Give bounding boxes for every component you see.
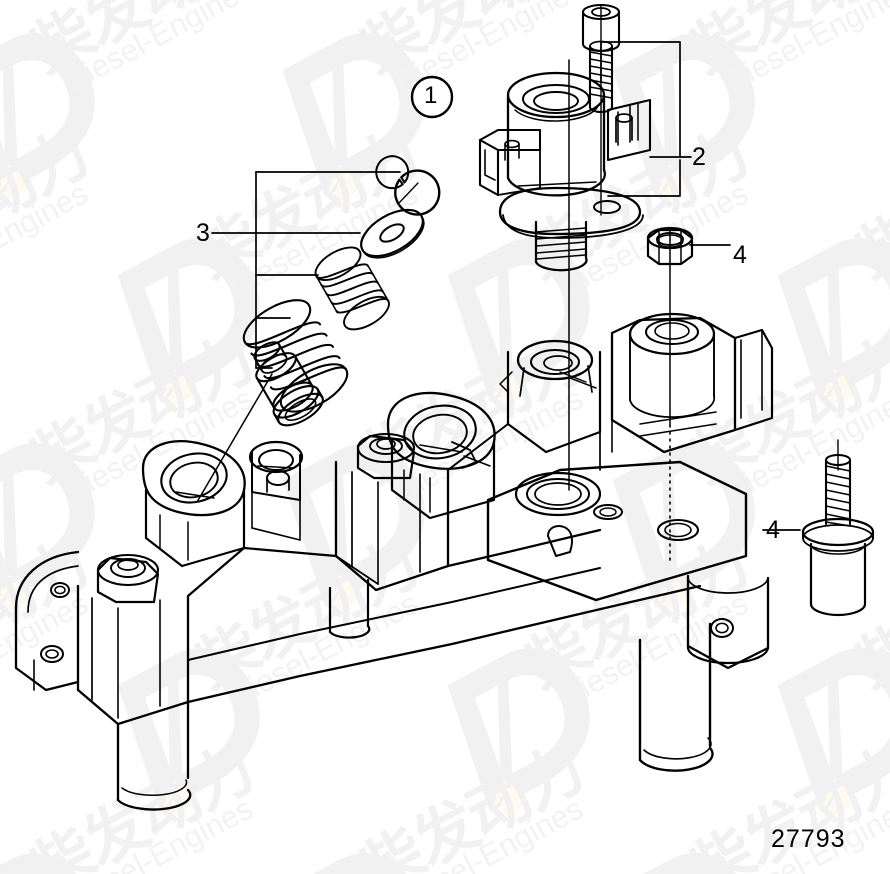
- callout-1-label[interactable]: 1: [424, 82, 438, 109]
- part-cap-screw: [581, 3, 621, 113]
- callout-3-label[interactable]: 3: [196, 219, 210, 247]
- figure-number: 27793: [771, 825, 846, 853]
- callout-4a-label[interactable]: 4: [733, 241, 747, 269]
- part-solenoid-valve: [478, 71, 652, 272]
- callout-2-label[interactable]: 2: [692, 143, 706, 171]
- callout-4b-label[interactable]: 4: [766, 516, 780, 544]
- part-flat-washer: [360, 208, 425, 259]
- assembly-line-plunger: [196, 373, 273, 503]
- part-threaded-stud: [801, 454, 875, 617]
- callout-4-leaders: [689, 244, 801, 531]
- housing-hex-boss-left: [76, 553, 190, 726]
- callout-2-leader: [600, 41, 692, 197]
- part-inner-spring: [314, 246, 390, 331]
- part-main-housing: [14, 312, 774, 811]
- part-snap-ring: [375, 155, 441, 216]
- part-valve-plunger: [253, 341, 324, 427]
- part-hex-nut: [646, 226, 694, 266]
